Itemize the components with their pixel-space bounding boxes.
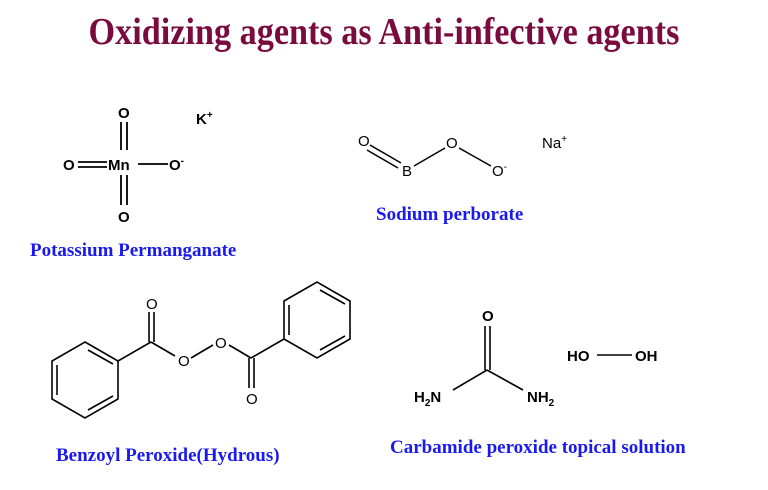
slide-title: Oxidizing agents as Anti-infective agent…: [88, 11, 680, 53]
cation-na: Na+: [542, 134, 567, 152]
atom-nh2-right: NH2: [527, 389, 555, 409]
benzoyl-peroxide-structure: [51, 281, 351, 419]
label-sodium-perborate: Sodium perborate: [376, 204, 524, 225]
atom-o-carbonyl-2: O: [246, 391, 258, 408]
atom-nh2-left: H2N: [414, 389, 441, 409]
atom-b: B: [402, 163, 412, 180]
cation-k: K+: [196, 110, 213, 128]
atom-o-top: O: [118, 105, 130, 122]
atom-ho: HO: [567, 348, 590, 365]
atom-o-peroxide-1: O: [178, 353, 190, 370]
atom-o-carbonyl-1: O: [146, 296, 158, 313]
atom-o-bridge: O: [446, 135, 458, 152]
sodium-perborate-structure: O B O O- Na+: [358, 133, 567, 180]
label-potassium-permanganate: Potassium Permanganate: [30, 240, 237, 261]
atom-mn: Mn: [108, 157, 130, 174]
atom-o-left: O: [63, 157, 75, 174]
atom-o-right: O-: [169, 156, 184, 174]
atom-o-terminal: O-: [492, 162, 507, 180]
label-carbamide-peroxide: Carbamide peroxide topical solution: [390, 437, 686, 458]
label-benzoyl-peroxide: Benzoyl Peroxide(Hydrous): [56, 445, 280, 466]
atom-o-bottom: O: [118, 209, 130, 226]
atom-o-urea: O: [482, 308, 494, 325]
carbamide-peroxide-structure: O H2N NH2 HO OH: [414, 308, 658, 409]
atom-oh: OH: [635, 348, 658, 365]
atom-o-peroxide-2: O: [215, 335, 227, 352]
potassium-permanganate-structure: O O Mn O- O K+: [63, 105, 213, 226]
atom-o-double: O: [358, 133, 370, 150]
